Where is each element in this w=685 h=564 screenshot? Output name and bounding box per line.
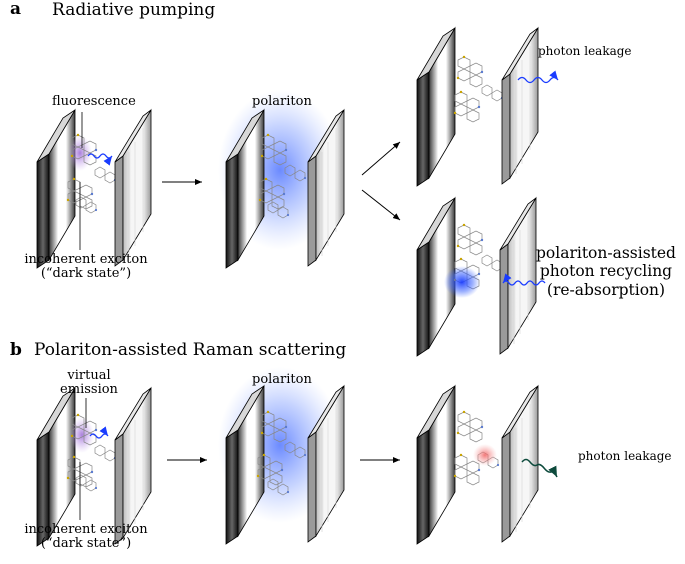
- cavity-b3-raman: [416, 385, 558, 545]
- exciton-label-b: incoherent exciton (“dark state”): [16, 522, 156, 552]
- cavity-a1: [36, 109, 152, 269]
- recycling-line1: polariton-assisted: [536, 244, 676, 262]
- cavity-a2-polariton: [218, 90, 345, 269]
- cavity-b2-polariton: [218, 367, 345, 545]
- fluorescence-label: fluorescence: [52, 94, 136, 109]
- arrow-a2-leakage: [361, 141, 401, 176]
- recycling-line3: (re-absorption): [546, 280, 666, 299]
- fluorescence-photon: [87, 153, 113, 166]
- cavity-a3-leakage: [416, 27, 559, 187]
- exciton-label-a: incoherent exciton (“dark state”): [16, 252, 156, 282]
- virtual-photon: [89, 426, 109, 439]
- exciton-line2: (“dark state”): [40, 266, 132, 282]
- leakage-photon-a: [517, 70, 559, 84]
- photon-leakage-label-b: photon leakage: [578, 449, 672, 463]
- exciton-line1: incoherent exciton: [24, 252, 148, 267]
- photon-leakage-label-a: photon leakage: [538, 44, 632, 58]
- leakage-photon-b: [521, 458, 558, 478]
- virtual-emission-label: virtual emission: [54, 368, 124, 398]
- cavity-b1: [36, 387, 152, 547]
- reabsorption-spot: [444, 266, 480, 298]
- recycling-line2: photon recycling: [539, 262, 673, 281]
- cavity-a4-recycling: [416, 197, 546, 357]
- virtual-line2: emission: [60, 382, 118, 398]
- raman-spot: [473, 444, 497, 466]
- polariton-label-a: polariton: [252, 94, 312, 109]
- virtual-line1: virtual: [67, 368, 111, 383]
- polariton-label-b: polariton: [252, 372, 312, 387]
- panel-b-title: Polariton-assisted Raman scattering: [34, 340, 347, 360]
- arrow-a2-recycling: [361, 189, 401, 221]
- panel-a-letter: a: [10, 0, 22, 19]
- fluorescence-glow: [68, 135, 92, 171]
- panel-a-title: Radiative pumping: [52, 0, 216, 20]
- exciton-line1-b: incoherent exciton: [24, 522, 148, 537]
- exciton-line2-b: (“dark state”): [40, 536, 132, 552]
- reabsorbed-photon: [502, 273, 546, 286]
- panel-b-letter: b: [10, 340, 22, 360]
- recycling-label: polariton-assisted photon recycling (re-…: [535, 244, 677, 299]
